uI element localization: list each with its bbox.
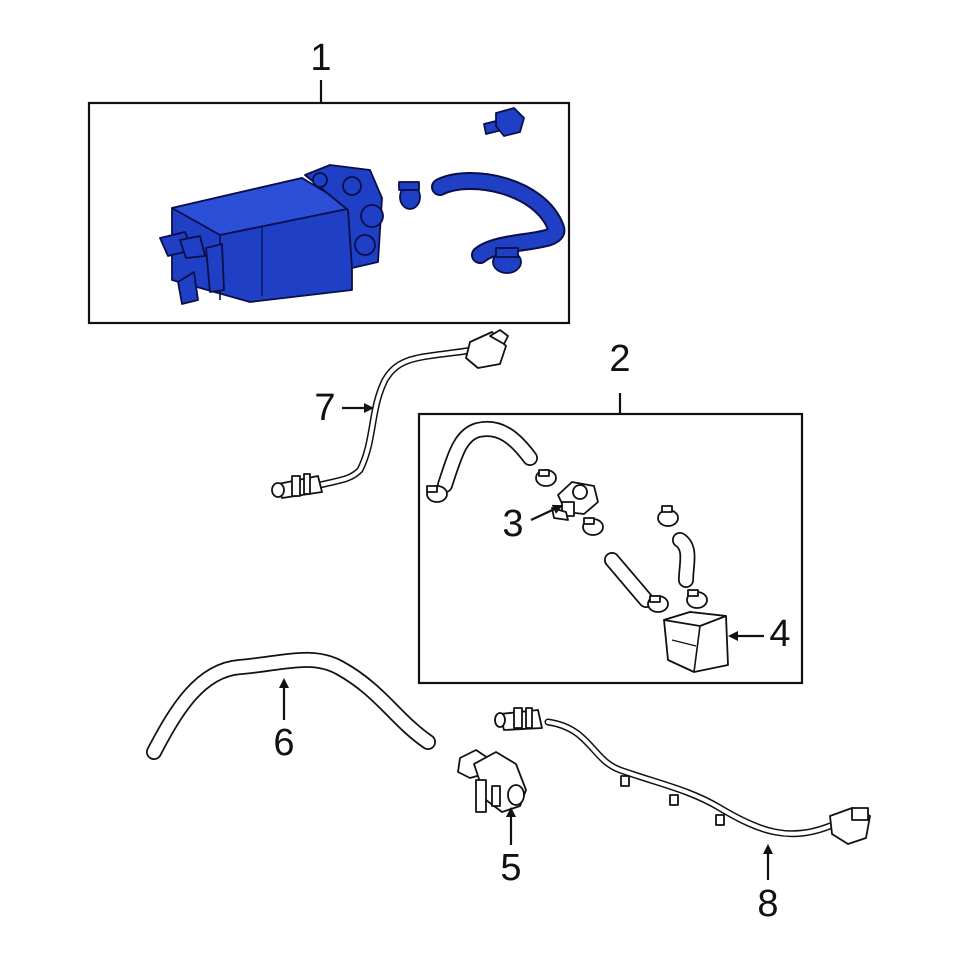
hose-clamp-d[interactable] — [647, 595, 669, 613]
vsv-valve[interactable] — [551, 481, 599, 521]
callout-1: 1 — [310, 37, 331, 79]
canister-assembly-group[interactable]: 1 — [87, 37, 571, 325]
hose-clamp-b[interactable] — [535, 469, 557, 487]
curved-hose-small[interactable] — [672, 532, 696, 588]
mounting-bolt[interactable] — [483, 107, 525, 137]
vent-filter[interactable] — [663, 611, 729, 673]
straight-hose[interactable] — [604, 552, 654, 608]
callout-5: 5 — [500, 847, 521, 889]
oxygen-sensor-upper[interactable] — [271, 329, 509, 499]
hose-clamp-a[interactable] — [426, 485, 448, 503]
callout-4: 4 — [769, 613, 790, 655]
valve-frame — [417, 412, 804, 685]
vacuum-hose[interactable] — [146, 651, 436, 760]
hose-clamp-upper[interactable] — [398, 181, 421, 210]
bent-hose-upper[interactable] — [437, 420, 538, 493]
callout-2: 2 — [609, 338, 630, 380]
arrow-3 — [530, 504, 563, 521]
pressure-sensor[interactable] — [457, 749, 527, 813]
canister-frame — [87, 101, 571, 325]
callout-3: 3 — [502, 503, 523, 545]
oxygen-sensor-lower[interactable] — [494, 707, 871, 845]
hose-clamp-f[interactable] — [686, 589, 708, 609]
callout-6: 6 — [273, 722, 294, 764]
canister-hose[interactable] — [431, 172, 566, 274]
callout-8: 8 — [757, 883, 778, 925]
hose-clamp-e[interactable] — [657, 505, 679, 527]
callout-7: 7 — [314, 387, 335, 429]
hose-clamp-c[interactable] — [582, 517, 604, 536]
charcoal-canister[interactable] — [159, 164, 384, 305]
